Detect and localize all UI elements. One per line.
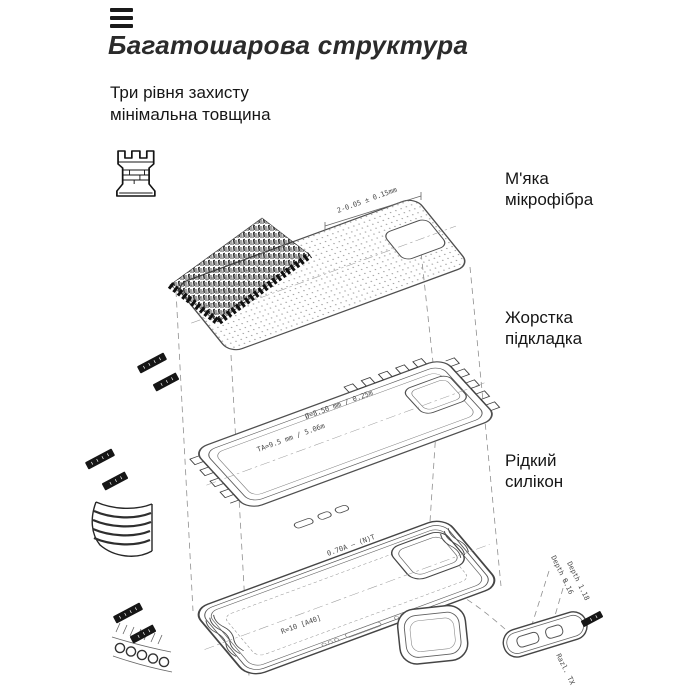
label-liquid-silicone: Рідкий силікон bbox=[505, 450, 563, 492]
spec-tag bbox=[101, 471, 129, 491]
spec-tag bbox=[152, 372, 180, 392]
micro-label-tags bbox=[85, 352, 604, 644]
case-ribs-right bbox=[440, 528, 469, 558]
spec-tag bbox=[137, 352, 167, 374]
castle-tower-icon bbox=[116, 150, 156, 197]
corner-bumper-detail bbox=[91, 501, 153, 557]
subtitle: Три рівня захисту мінімальна товщина bbox=[110, 82, 271, 126]
case-camera-cutout bbox=[390, 531, 465, 580]
dim-leader bbox=[324, 192, 422, 230]
case-axis-line bbox=[204, 544, 490, 650]
label-line: Жорстка bbox=[505, 308, 573, 327]
label-line: М'яка bbox=[505, 169, 549, 188]
case-ribs-left bbox=[205, 614, 244, 657]
menu-bar bbox=[110, 8, 133, 12]
spec-tag bbox=[580, 611, 604, 627]
page-title: Багатошарова структура bbox=[108, 30, 469, 60]
menu-bar bbox=[110, 16, 133, 20]
layer-microfiber-sheet bbox=[179, 199, 466, 351]
pile-cross-section-band bbox=[167, 252, 313, 327]
spec-tag bbox=[85, 448, 115, 470]
microfiber-pile-texture bbox=[167, 217, 313, 327]
dim-corner: Razl. TX bbox=[554, 652, 576, 687]
spec-tag bbox=[113, 602, 143, 624]
liner-flex-comb-top bbox=[343, 358, 427, 393]
liner-flex-comb-left bbox=[189, 455, 240, 504]
lens-protector-detail bbox=[396, 604, 469, 665]
label-line: мікрофібра bbox=[505, 190, 594, 209]
button-strip-detail bbox=[502, 611, 588, 658]
label-hard-liner: Жорстка підкладка bbox=[505, 307, 582, 349]
layer-hard-liner bbox=[189, 357, 501, 507]
subtitle-line-2: мінімальна товщина bbox=[110, 105, 271, 124]
layer-silicone-case bbox=[197, 520, 496, 675]
sheet-camera-cutout bbox=[385, 219, 446, 260]
menu-bar bbox=[110, 24, 133, 28]
usb-port-cutout bbox=[345, 622, 382, 638]
button-covers-detail bbox=[293, 505, 350, 529]
label-line: Рідкий bbox=[505, 451, 557, 470]
label-line: підкладка bbox=[505, 329, 583, 348]
grip-bumps-detail bbox=[111, 622, 173, 673]
liner-axis-line bbox=[206, 382, 485, 486]
label-line: силікон bbox=[505, 472, 564, 491]
sheet-axis-line bbox=[191, 225, 457, 324]
label-soft-microfiber: М'яка мікрофібра bbox=[505, 168, 593, 210]
spec-tag bbox=[129, 624, 157, 644]
menu-icon[interactable] bbox=[110, 8, 133, 28]
liner-flex-comb-right bbox=[445, 357, 501, 411]
subtitle-line-1: Три рівня захисту bbox=[110, 83, 249, 102]
